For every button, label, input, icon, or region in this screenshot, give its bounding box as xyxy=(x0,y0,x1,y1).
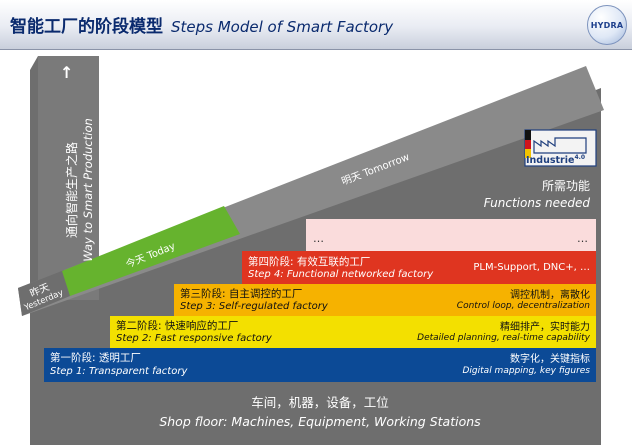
step-4: 第四阶段: 有效互联的工厂 Step 4: Functional network… xyxy=(242,251,596,284)
axis-label-en: Way to Smart Production xyxy=(81,118,95,262)
step-4-functions: PLM-Support, DNC+, … xyxy=(473,262,590,273)
step-2-functions-cn: 精细排产，实时能力 xyxy=(500,322,590,333)
step-1: 第一阶段: 透明工厂 Step 1: Transparent factory 数… xyxy=(44,348,596,382)
vertical-axis-bar xyxy=(38,56,99,300)
shop-floor-en: Shop floor: Machines, Equipment, Working… xyxy=(159,414,481,429)
factory-roof-icon xyxy=(533,137,587,154)
badge-text: Industrie xyxy=(526,155,575,167)
step-4-bar xyxy=(242,251,596,284)
flag-gold-stripe xyxy=(525,149,531,158)
page-title: 智能工厂的阶段模型 Steps Model of Smart Factory xyxy=(10,12,393,37)
hydra-logo-icon: HYDRA xyxy=(587,5,627,45)
step-3-bar xyxy=(174,284,596,316)
step-1-functions-cn: 数字化，关键指标 xyxy=(510,354,590,365)
badge-version: 4.0 xyxy=(574,154,586,161)
axis-label-group: 通向智能生产之路 Way to Smart Production xyxy=(64,118,96,262)
step-2-bar xyxy=(110,316,596,348)
step-2-title-en: Step 2: Fast responsive factory xyxy=(116,333,272,344)
step-1-title-cn: 第一阶段: 透明工厂 xyxy=(50,352,141,364)
title-english: Steps Model of Smart Factory xyxy=(171,18,394,36)
step-3-title-en: Step 3: Self-regulated factory xyxy=(180,301,328,312)
step-3-functions-cn: 调控机制，离散化 xyxy=(510,290,590,301)
step-3: 第三阶段: 自主调控的工厂 Step 3: Self-regulated fac… xyxy=(174,284,596,316)
shop-floor-label: 车间，机器，设备，工位 Shop floor: Machines, Equipm… xyxy=(159,393,480,431)
step-3-title-cn: 第三阶段: 自主调控的工厂 xyxy=(180,288,303,300)
step-2-title-cn: 第二阶段: 快速响应的工厂 xyxy=(116,320,239,332)
step-1-title-en: Step 1: Transparent factory xyxy=(50,366,188,377)
step-4-title-en: Step 4: Functional networked factory xyxy=(248,269,434,280)
step-1-functions-en: Digital mapping, key figures xyxy=(462,366,591,376)
logo-text: HYDRA xyxy=(590,20,624,30)
industrie-badge xyxy=(524,129,597,167)
today-segment xyxy=(62,206,240,296)
future-ellipsis-right: … xyxy=(577,232,588,245)
industrie-badge-label: Industrie4.0 xyxy=(526,154,585,166)
step-3-functions-en: Control loop, decentralization xyxy=(456,301,590,311)
future-steps-band xyxy=(306,219,596,251)
future-ellipsis-left: … xyxy=(313,232,324,245)
germany-flag-icon xyxy=(525,130,531,140)
step-2: 第二阶段: 快速响应的工厂 Step 2: Fast responsive fa… xyxy=(110,316,596,348)
axis-label-cn: 通向智能生产之路 xyxy=(65,142,79,239)
step-2-functions-en: Detailed planning, real-time capability xyxy=(417,333,590,343)
step-4-title-cn: 第四阶段: 有效互联的工厂 xyxy=(248,256,371,268)
functions-needed-cn: 所需功能 xyxy=(541,179,590,193)
functions-needed-label: 所需功能 Functions needed xyxy=(484,178,590,212)
up-arrow-icon: ↑ xyxy=(60,63,74,82)
yesterday-segment xyxy=(18,270,70,316)
step-1-bar xyxy=(44,348,596,382)
header-bar: 智能工厂的阶段模型 Steps Model of Smart Factory HY… xyxy=(0,0,632,50)
flag-red-stripe xyxy=(525,140,531,149)
title-chinese: 智能工厂的阶段模型 xyxy=(10,17,163,37)
functions-needed-en: Functions needed xyxy=(483,196,590,210)
shop-floor-cn: 车间，机器，设备，工位 xyxy=(251,395,389,410)
